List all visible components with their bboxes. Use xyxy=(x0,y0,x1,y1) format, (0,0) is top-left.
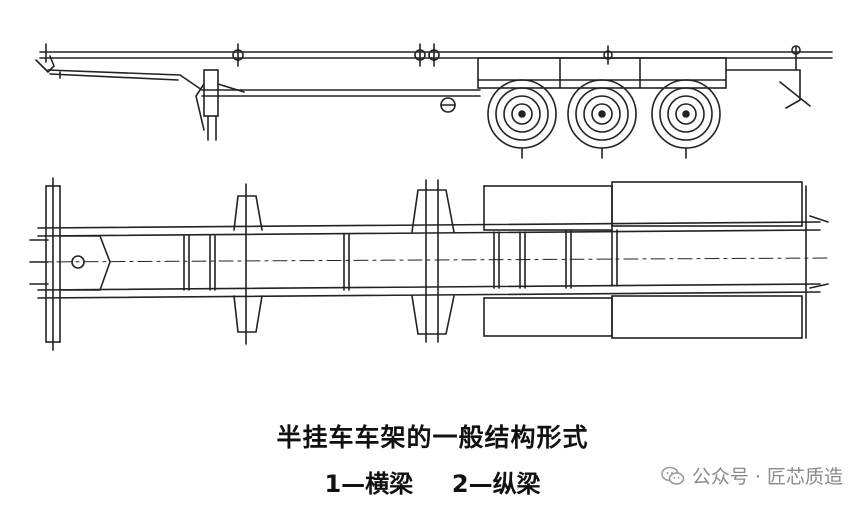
legend-label-2: 纵梁 xyxy=(492,470,541,498)
longitudinal-beam-lower xyxy=(37,283,821,299)
legend-separator: — xyxy=(468,470,493,498)
longitudinal-beam-upper xyxy=(37,221,821,237)
side-view xyxy=(35,43,833,159)
wechat-icon xyxy=(661,466,685,485)
top-view xyxy=(29,177,831,351)
legend-number-1: 1 xyxy=(324,470,342,498)
cross-members xyxy=(183,229,618,291)
watermark-text: 公众号 · 匠芯质造 xyxy=(691,466,843,488)
caption-legend: 1—横梁 2—纵梁 xyxy=(0,464,865,499)
wheel-1 xyxy=(487,79,557,159)
caption-title: 半挂车车架的一般结构形式 xyxy=(276,423,589,452)
legend-label-1: 横梁 xyxy=(365,470,414,498)
legend-number-2: 2 xyxy=(451,470,469,498)
watermark: 公众号 · 匠芯质造 xyxy=(660,462,843,489)
chassis-drawing xyxy=(29,43,833,351)
wheel-3 xyxy=(651,79,721,159)
wheel-2 xyxy=(567,79,637,159)
legend-separator: — xyxy=(341,470,366,498)
